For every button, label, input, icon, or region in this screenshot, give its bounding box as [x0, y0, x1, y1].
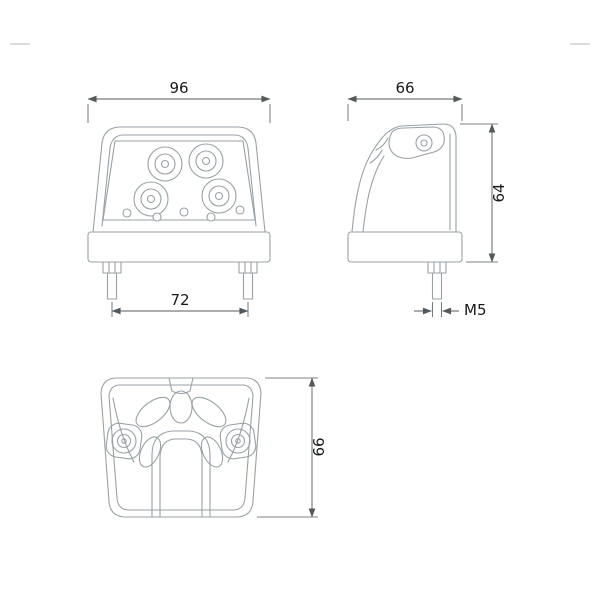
front-bolt-left [102, 261, 122, 300]
side-view: 66 64 M5 [347, 79, 508, 319]
dimension-rear-height: 66 [257, 377, 328, 518]
front-bolt-right [238, 261, 258, 300]
dimension-side-height: 64 [460, 123, 508, 263]
dimension-front-width: 96 [87, 79, 271, 123]
side-base [347, 231, 463, 263]
front-lamp-body [87, 126, 271, 300]
rear-lamp-body [100, 377, 262, 518]
front-lens-dots [122, 205, 245, 222]
front-width-label: 96 [169, 79, 188, 97]
front-bolt-spacing-label: 72 [170, 291, 189, 309]
dimension-front-bolt-spacing: 72 [111, 291, 249, 317]
rear-height-label: 66 [310, 437, 328, 456]
front-leds [133, 143, 237, 217]
rear-mount-right [219, 422, 257, 460]
front-lens [102, 140, 256, 221]
side-bolt [427, 261, 447, 300]
dimension-side-thread: M5 [414, 301, 487, 319]
side-height-label: 64 [490, 183, 508, 202]
dimension-side-width: 66 [347, 79, 463, 121]
side-thread-label: M5 [464, 301, 487, 319]
rear-view: 66 [100, 377, 328, 518]
front-view: 96 72 [87, 79, 271, 317]
side-lens [388, 126, 445, 159]
side-width-label: 66 [395, 79, 414, 97]
side-lamp-body [347, 123, 463, 300]
rear-center-arch [151, 430, 211, 518]
front-base [87, 231, 271, 263]
